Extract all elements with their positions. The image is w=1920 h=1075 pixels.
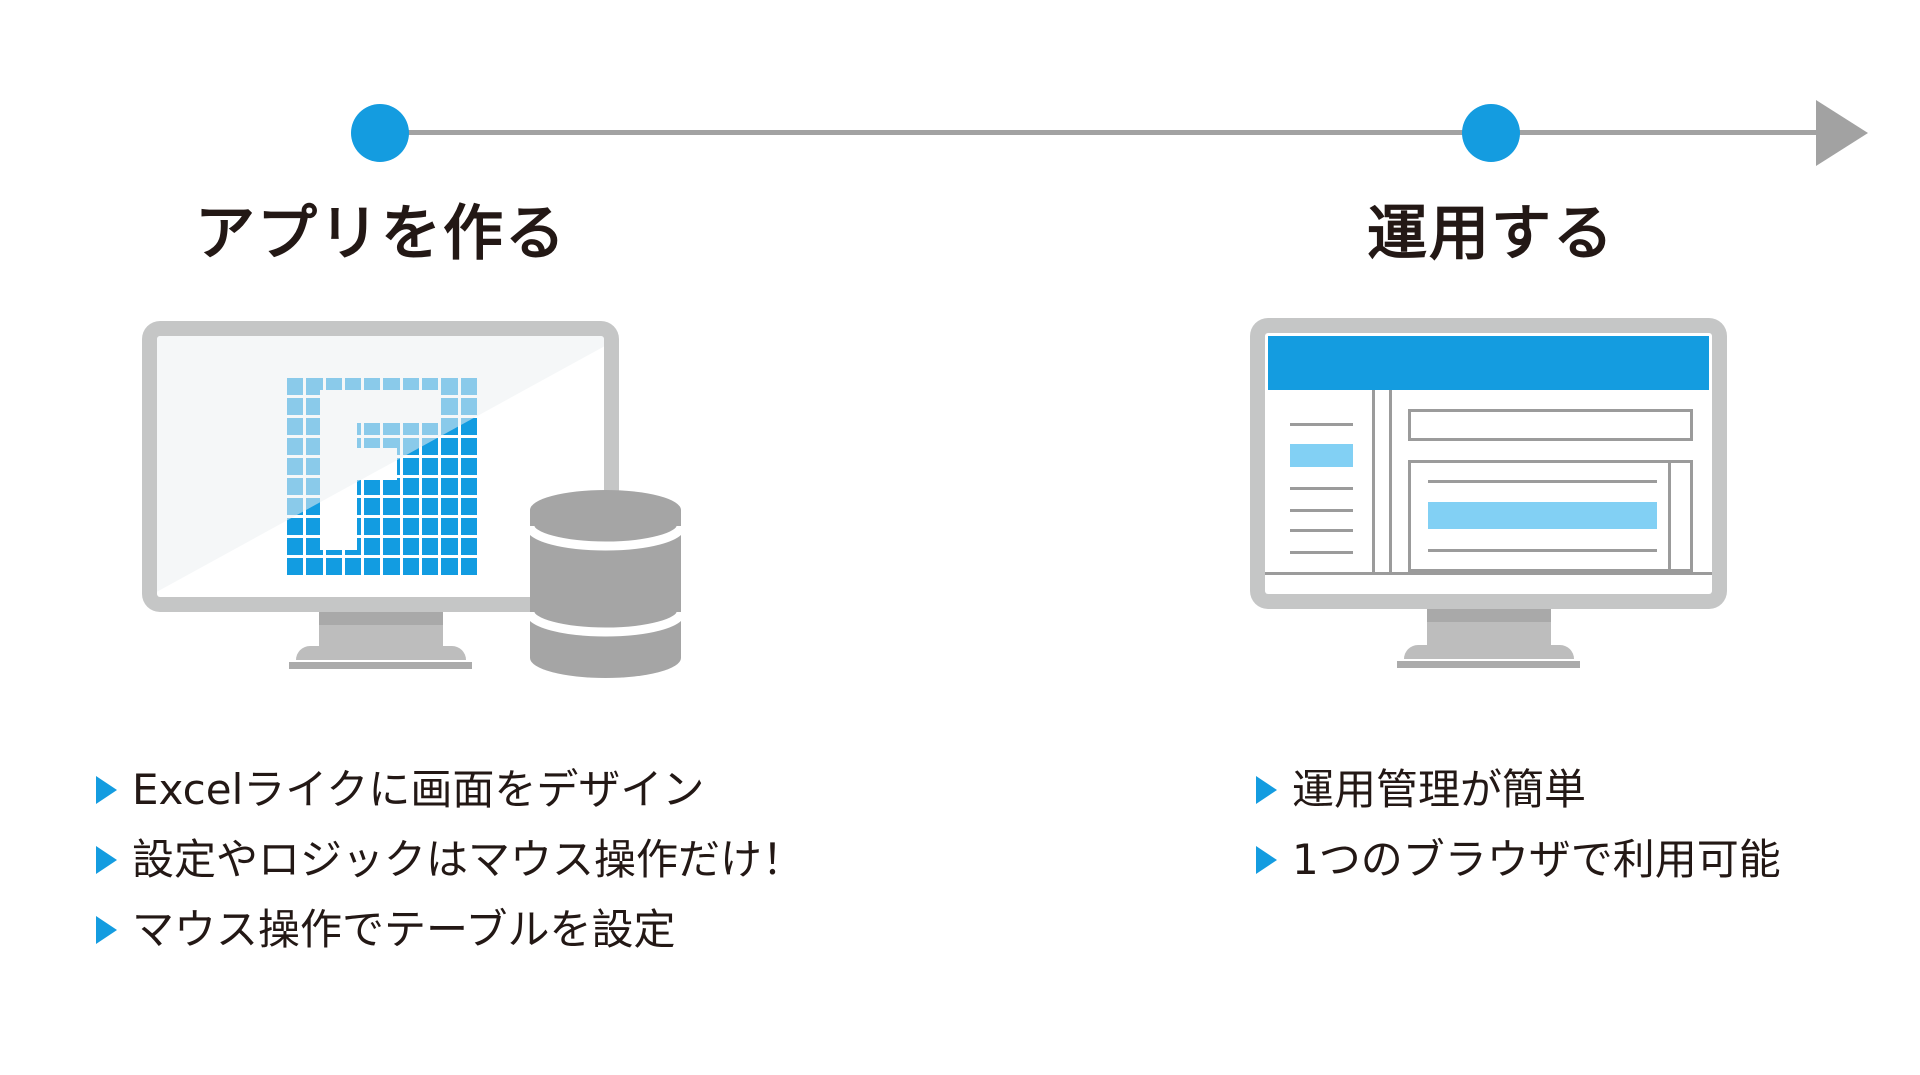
timeline-line <box>380 130 1818 135</box>
pixel-cell <box>441 438 458 455</box>
sidebar-menu-line <box>1290 551 1353 554</box>
pixel-cell <box>460 538 477 555</box>
sidebar-menu-line <box>1290 529 1353 532</box>
pixel-cell <box>441 498 458 515</box>
step1-title: アプリを作る <box>195 199 567 269</box>
pixel-cell <box>441 478 458 495</box>
pixel-cell <box>364 558 381 575</box>
timeline-dot-step1 <box>351 104 409 162</box>
pixel-cell <box>441 518 458 535</box>
monitor2-stand-flare <box>1404 645 1574 659</box>
pixel-cell <box>460 558 477 575</box>
pixel-cell <box>422 558 439 575</box>
bullet-triangle-icon <box>96 916 117 944</box>
bullet-text: マウス操作でテーブルを設定 <box>132 905 676 954</box>
browser-content-panel <box>1408 460 1693 572</box>
bullet-text: Excelライクに画面をデザイン <box>132 765 705 814</box>
monitor1-screen <box>157 336 604 597</box>
step2-bullet-2: 1つのブラウザで利用可能 <box>1256 832 1781 888</box>
pixel-cell <box>364 498 381 515</box>
pixel-cell <box>422 538 439 555</box>
content-bottom-line <box>1265 572 1712 575</box>
bullet-triangle-icon <box>96 776 117 804</box>
timeline-dot-step2 <box>1462 104 1520 162</box>
content-text-line <box>1428 549 1657 552</box>
step1-bullet-2: 設定やロジックはマウス操作だけ！ <box>96 832 804 888</box>
pixel-cell <box>422 498 439 515</box>
pixel-cell <box>287 538 304 555</box>
bullet-triangle-icon <box>96 846 117 874</box>
monitor2-stand-shadow <box>1427 609 1551 622</box>
pixel-cell <box>460 438 477 455</box>
pixel-cell <box>402 498 420 515</box>
sidebar-divider-line <box>1372 390 1375 574</box>
pixel-cell <box>402 478 420 495</box>
step2-bullet-1: 運用管理が簡単 <box>1256 762 1586 818</box>
bullet-triangle-icon <box>1256 776 1277 804</box>
pixel-cell <box>422 518 439 535</box>
browser-header-bar <box>1268 336 1709 390</box>
pixel-cell <box>402 518 420 535</box>
monitor1-stand-shadow <box>319 612 443 625</box>
pixel-cell <box>364 478 381 495</box>
pixel-cell <box>460 478 477 495</box>
pixel-cell <box>344 558 362 575</box>
sidebar-menu-line <box>1290 487 1353 490</box>
pixel-cell <box>422 458 439 475</box>
sidebar-selected-item <box>1290 444 1353 467</box>
pixel-cell <box>325 558 342 575</box>
pixel-cell <box>383 518 400 535</box>
pixel-cell <box>306 518 323 535</box>
pixel-cell <box>422 478 439 495</box>
pixel-cell <box>287 558 304 575</box>
pixel-cell <box>306 538 323 555</box>
pixel-cell <box>383 478 400 495</box>
browser-search-box <box>1408 409 1693 441</box>
pixel-cell <box>383 538 400 555</box>
pixel-cell <box>402 558 420 575</box>
monitor2-stand-base <box>1397 661 1580 668</box>
pixel-cell <box>441 458 458 475</box>
pixel-cell <box>383 558 400 575</box>
step1-bullet-3: マウス操作でテーブルを設定 <box>96 902 675 958</box>
bullet-text: 運用管理が簡単 <box>1292 765 1587 814</box>
pixel-cell <box>402 538 420 555</box>
bullet-triangle-icon <box>1256 846 1277 874</box>
pixel-cell <box>460 518 477 535</box>
pixel-cell <box>287 518 304 535</box>
sidebar-menu-line <box>1290 423 1353 426</box>
monitor2-screen <box>1265 333 1712 594</box>
content-highlight-bar <box>1428 502 1657 529</box>
content-divider-line <box>1389 390 1392 574</box>
content-text-line <box>1428 480 1657 483</box>
bullet-text: 設定やロジックはマウス操作だけ！ <box>132 835 805 884</box>
pixel-cell <box>460 498 477 515</box>
pixel-cell <box>364 518 381 535</box>
pixel-cell <box>306 558 323 575</box>
monitor1-stand-flare <box>296 646 466 660</box>
timeline-arrowhead-icon <box>1816 100 1868 166</box>
pixel-cell <box>364 538 381 555</box>
content-scrollbar-line <box>1668 463 1671 569</box>
pixel-cell <box>441 538 458 555</box>
step2-title: 運用する <box>1367 199 1615 269</box>
monitor1-stand-base <box>289 662 472 669</box>
sidebar-menu-line <box>1290 509 1353 512</box>
pixel-cell <box>441 558 458 575</box>
pixel-cell <box>460 458 477 475</box>
step1-bullet-1: Excelライクに画面をデザイン <box>96 762 704 818</box>
pixel-cell <box>402 458 420 475</box>
bullet-text: 1つのブラウザで利用可能 <box>1292 835 1781 884</box>
pixel-cell <box>383 498 400 515</box>
database-icon <box>530 490 681 678</box>
